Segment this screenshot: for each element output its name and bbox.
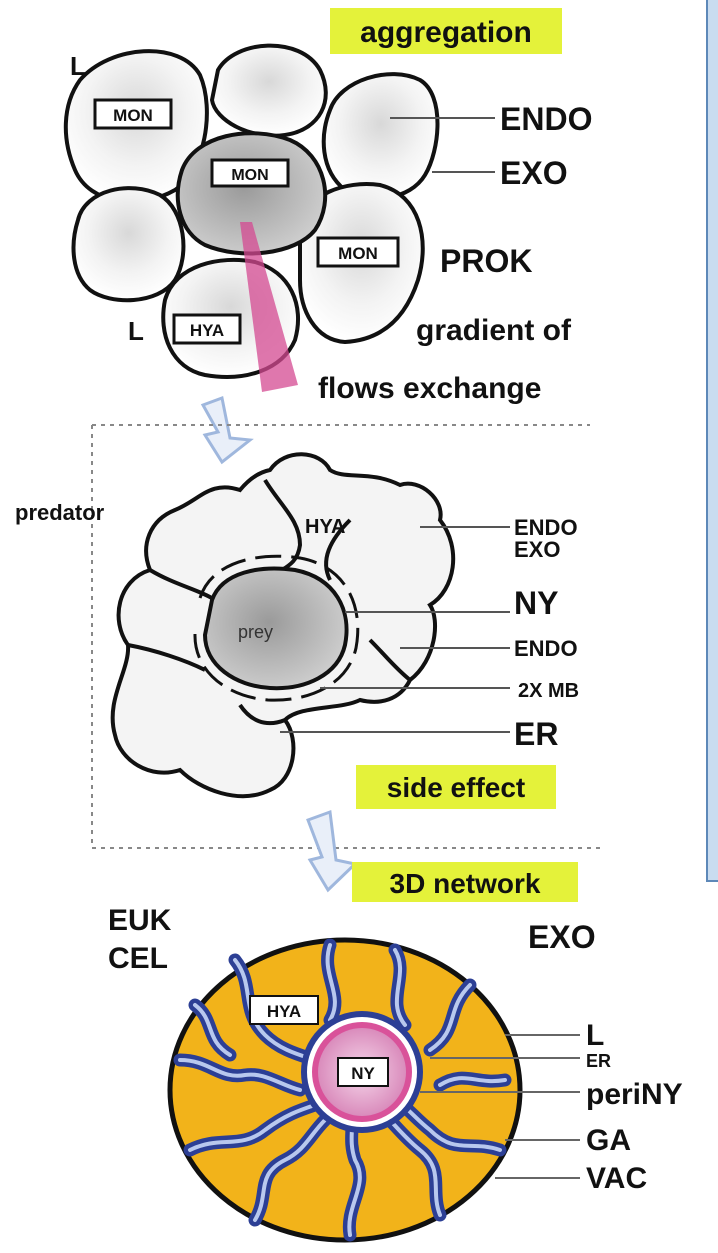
gradient-label-1: gradient of (416, 314, 572, 347)
periny-label: periNY (586, 1078, 683, 1111)
transition-arrow-2 (308, 812, 355, 890)
mb-label: 2X MB (518, 680, 579, 702)
right-panel-edge (706, 0, 718, 882)
cel-label: CEL (108, 942, 168, 975)
euk-label: EUK (108, 904, 172, 937)
cell-mid-left (74, 188, 184, 300)
endo-exo-label-2: EXO (514, 537, 560, 562)
mon-label-1: MON (113, 106, 153, 125)
exo-label: EXO (500, 155, 568, 191)
endo-label: ENDO (500, 101, 592, 137)
l-label-top: L (70, 51, 86, 81)
mon-label-3: MON (338, 244, 378, 263)
prok-label: PROK (440, 243, 532, 279)
mon-label-2: MON (231, 167, 268, 184)
ny-label-3: NY (351, 1064, 375, 1083)
exo-label-3: EXO (528, 919, 596, 955)
network-title: 3D network (390, 868, 541, 899)
network-stage: 3D network EUK CEL EXO (108, 862, 683, 1240)
l-label-3: L (586, 1019, 604, 1052)
hya-label-3: HYA (267, 1002, 301, 1021)
aggregation-title: aggregation (360, 16, 532, 49)
hya-label-1: HYA (190, 321, 224, 340)
aggregation-stage: aggregation MON MON MON HYA L L ENDO EXO… (66, 8, 593, 405)
side-effect-label: side effect (387, 772, 526, 803)
cell-top-right (324, 74, 438, 198)
gradient-label-2: flows exchange (318, 372, 541, 405)
vac-label: VAC (586, 1162, 647, 1195)
prey-cell (205, 569, 347, 689)
cell-top-middle (212, 46, 326, 136)
hya-label-2: HYA (305, 516, 345, 538)
predation-stage: predator HYA prey ENDO EXO NY ENDO 2X MB… (15, 454, 579, 809)
endo-label-2: ENDO (514, 636, 578, 661)
transition-arrow-1 (203, 398, 250, 462)
ga-label: GA (586, 1124, 631, 1157)
prey-label: prey (238, 622, 273, 642)
er-label: ER (514, 716, 558, 752)
ny-label: NY (514, 585, 558, 621)
er-label-3: ER (586, 1051, 611, 1071)
predator-label: predator (15, 500, 105, 525)
l-label-bottom: L (128, 316, 144, 346)
